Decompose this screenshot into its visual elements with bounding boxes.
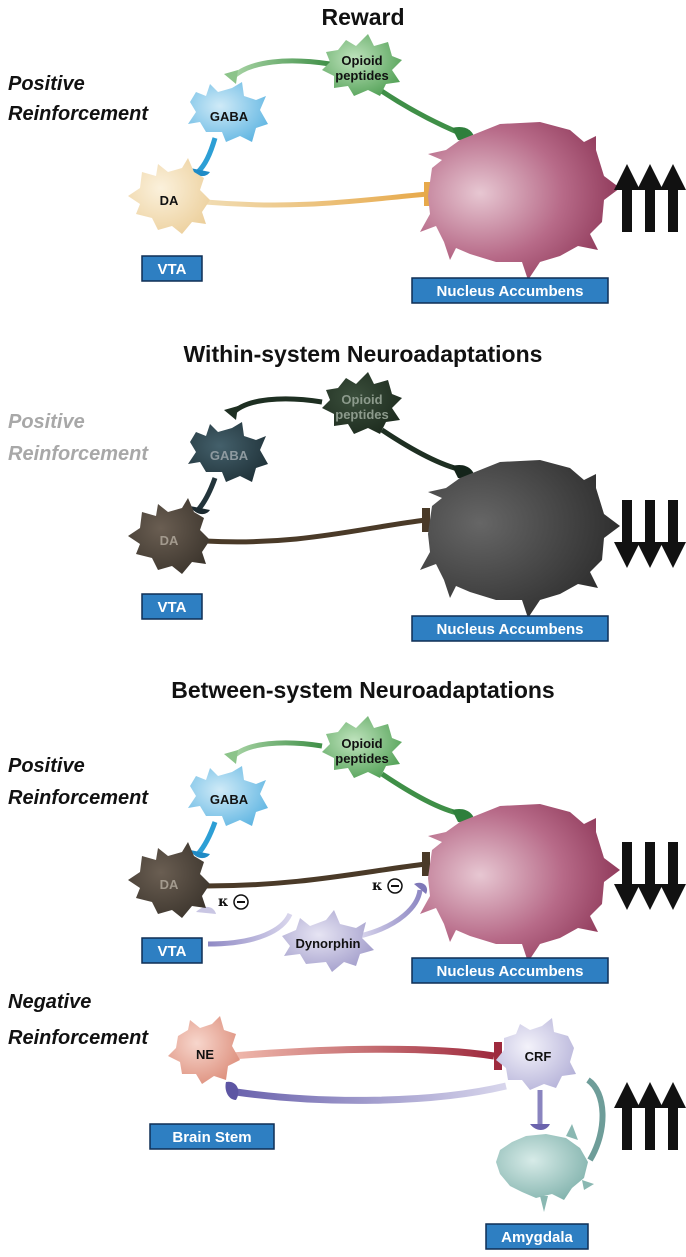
up-arrow-icon — [614, 164, 640, 232]
vta-box — [141, 937, 203, 964]
up-arrow-icon — [614, 1082, 640, 1150]
kappa-symbol: κ — [218, 894, 229, 910]
opioid-label-line1: Opioid — [341, 392, 382, 407]
nucleus-accumbens-cell — [420, 804, 620, 962]
opioid-to-gaba-axon — [230, 58, 331, 80]
reinforcement-label-line2: Reinforcement — [8, 787, 149, 809]
opioid-peptides-neuron: Opioid peptides — [322, 34, 402, 96]
panel-negative-reinforcement: Negative Reinforcement NE CRF Brain Stem… — [8, 991, 686, 1250]
kappa-symbol: κ — [372, 878, 383, 894]
brain-stem-box — [149, 1123, 275, 1150]
nucleus-accumbens-label: Nucleus Accumbens — [437, 963, 584, 980]
gaba-neuron: GABA — [188, 766, 268, 826]
opioid-label-line2: peptides — [335, 751, 388, 766]
nucleus-accumbens-box — [411, 615, 609, 642]
reinforcement-label-line1: Negative — [8, 991, 91, 1013]
da-label: DA — [160, 533, 179, 548]
da-terminal — [422, 508, 430, 532]
da-neuron: DA — [128, 158, 210, 234]
da-axon — [204, 861, 427, 889]
amygdala-neuron — [496, 1124, 594, 1212]
nucleus-accumbens-cell — [420, 122, 620, 280]
ne-neuron: NE — [168, 1016, 240, 1084]
panel-between-system: Between-system Neuroadaptations Positive… — [8, 677, 686, 984]
down-arrows — [614, 842, 686, 910]
da-label: DA — [160, 877, 179, 892]
opioid-label-line1: Opioid — [341, 53, 382, 68]
gaba-label: GABA — [210, 109, 249, 124]
gaba-axon — [196, 137, 218, 174]
down-arrow-icon — [614, 500, 640, 568]
da-axon — [204, 517, 427, 545]
down-arrow-icon — [637, 842, 663, 910]
da-terminal — [422, 852, 430, 876]
crf-label: CRF — [525, 1049, 552, 1064]
crf-to-ne-axon — [235, 1082, 507, 1104]
down-arrow-icon — [660, 842, 686, 910]
up-arrow-icon — [660, 164, 686, 232]
down-arrow-icon — [637, 500, 663, 568]
opioid-label-line1: Opioid — [341, 736, 382, 751]
dynorphin-to-nacc-axon — [359, 889, 423, 939]
panel-title: Between-system Neuroadaptations — [171, 677, 554, 703]
opioid-to-nacc-axon — [378, 87, 463, 137]
dynorphin-neuron: Dynorphin — [282, 910, 374, 972]
opioid-label-line2: peptides — [335, 68, 388, 83]
panel-title: Reward — [321, 4, 404, 30]
up-arrow-icon — [637, 164, 663, 232]
reinforcement-label-line2: Reinforcement — [8, 1027, 149, 1049]
nucleus-accumbens-label: Nucleus Accumbens — [437, 283, 584, 300]
amygdala-label: Amygdala — [501, 1229, 573, 1246]
up-arrows — [614, 164, 686, 232]
gaba-label: GABA — [210, 792, 249, 807]
gaba-neuron: GABA — [188, 422, 268, 482]
vta-label: VTA — [158, 599, 187, 616]
panel-reward: Reward Positive Reinforcement GABA Opioi… — [8, 4, 686, 304]
down-arrow-icon — [614, 842, 640, 910]
reinforcement-label-line1: Positive — [8, 755, 85, 777]
crf-neuron: CRF — [496, 1018, 576, 1090]
da-neuron: DA — [128, 842, 210, 918]
da-neuron: DA — [128, 498, 210, 574]
da-label: DA — [160, 193, 179, 208]
amygdala-loop-axon — [586, 1077, 606, 1162]
panel-within-system: Within-system Neuroadaptations Positive … — [8, 341, 686, 642]
down-arrows — [614, 500, 686, 568]
nucleus-accumbens-cell — [420, 460, 620, 618]
opioid-peptides-neuron: Opioid peptides — [322, 372, 402, 434]
vta-label: VTA — [158, 943, 187, 960]
reinforcement-label-line2: Reinforcement — [8, 103, 149, 125]
amygdala-box — [485, 1223, 589, 1250]
nucleus-accumbens-label: Nucleus Accumbens — [437, 621, 584, 638]
up-arrow-icon — [660, 1082, 686, 1150]
da-axon — [204, 191, 429, 208]
reinforcement-label-line1: Positive — [8, 411, 85, 433]
opioid-label-line2: peptides — [335, 407, 388, 422]
up-arrows — [614, 1082, 686, 1150]
nucleus-accumbens-box — [411, 277, 609, 304]
reinforcement-label-line1: Positive — [8, 73, 85, 95]
gaba-neuron: GABA — [188, 82, 268, 142]
nucleus-accumbens-box — [411, 957, 609, 984]
down-arrow-icon — [660, 500, 686, 568]
ne-to-crf-axon — [231, 1045, 495, 1060]
vta-box — [141, 593, 203, 620]
gaba-label: GABA — [210, 448, 249, 463]
ne-label: NE — [196, 1047, 214, 1062]
reinforcement-label-line2: Reinforcement — [8, 443, 149, 465]
up-arrow-icon — [637, 1082, 663, 1150]
vta-box — [141, 255, 203, 282]
vta-label: VTA — [158, 261, 187, 278]
dynorphin-to-vta-axon — [207, 912, 293, 947]
panel-title: Within-system Neuroadaptations — [184, 341, 543, 367]
brain-stem-label: Brain Stem — [172, 1129, 251, 1146]
opioid-peptides-neuron: Opioid peptides — [322, 716, 402, 778]
dynorphin-label: Dynorphin — [296, 936, 361, 951]
